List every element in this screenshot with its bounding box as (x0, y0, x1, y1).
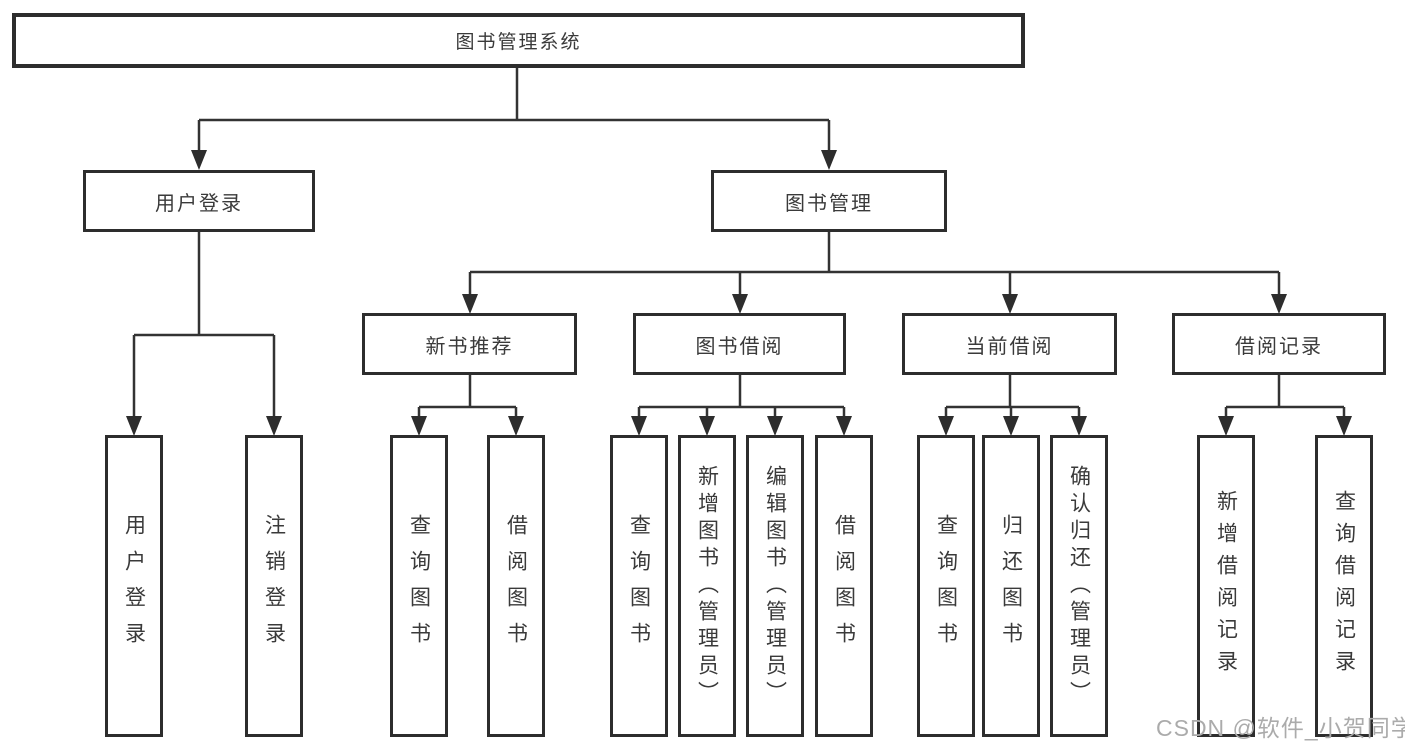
leaf-edit-books-admin-label: 编辑图书（管理员） (763, 464, 787, 708)
leaf-user-login: 用户登录 (105, 435, 163, 737)
arrow-down-icon (1003, 416, 1019, 436)
leaf-edit-books-admin: 编辑图书（管理员） (746, 435, 804, 737)
leaf-borrow-books-label: 借阅图书 (832, 514, 856, 658)
arrow-down-icon (191, 150, 207, 170)
node-user-login-label: 用户登录 (155, 192, 243, 215)
csdn-watermark: CSDN @软件_小贺同学 (1156, 715, 1405, 741)
arrow-down-icon (1071, 416, 1087, 436)
node-current-borrow: 当前借阅 (902, 313, 1117, 375)
leaf-borrow-query-books: 查询图书 (610, 435, 668, 737)
leaf-logout-label: 注销登录 (262, 514, 286, 658)
arrow-down-icon (767, 416, 783, 436)
leaf-user-login-label: 用户登录 (122, 514, 146, 658)
leaf-recommend-query-books: 查询图书 (390, 435, 448, 737)
arrow-down-icon (1218, 416, 1234, 436)
arrow-down-icon (631, 416, 647, 436)
leaf-return-books: 归还图书 (982, 435, 1040, 737)
arrow-down-icon (1002, 294, 1018, 314)
leaf-recommend-borrow-books-label: 借阅图书 (504, 514, 528, 658)
node-user-login: 用户登录 (83, 170, 315, 232)
node-root-label: 图书管理系统 (455, 32, 582, 53)
node-new-book-recommend-label: 新书推荐 (425, 335, 514, 358)
leaf-add-books-admin-label: 新增图书（管理员） (695, 464, 719, 708)
leaf-borrow-query-books-label: 查询图书 (627, 514, 651, 658)
arrow-down-icon (732, 294, 748, 314)
arrow-down-icon (1271, 294, 1287, 314)
arrow-down-icon (462, 294, 478, 314)
arrow-down-icon (508, 416, 524, 436)
node-root: 图书管理系统 (12, 13, 1025, 68)
arrow-down-icon (411, 416, 427, 436)
leaf-add-books-admin: 新增图书（管理员） (678, 435, 736, 737)
leaf-query-borrow-record: 查询借阅记录 (1315, 435, 1373, 737)
leaf-current-query-books: 查询图书 (917, 435, 975, 737)
node-borrow-records: 借阅记录 (1172, 313, 1386, 375)
leaf-confirm-return-admin: 确认归还（管理员） (1050, 435, 1108, 737)
arrow-down-icons (126, 150, 1352, 436)
leaf-current-query-books-label: 查询图书 (934, 514, 958, 658)
leaf-add-borrow-record-label: 新增借阅记录 (1214, 490, 1238, 682)
leaf-borrow-books: 借阅图书 (815, 435, 873, 737)
leaf-recommend-borrow-books: 借阅图书 (487, 435, 545, 737)
arrow-down-icon (1336, 416, 1352, 436)
arrow-down-icon (699, 416, 715, 436)
node-current-borrow-label: 当前借阅 (965, 335, 1054, 358)
leaf-logout: 注销登录 (245, 435, 303, 737)
leaf-return-books-label: 归还图书 (999, 514, 1023, 658)
node-book-management-label: 图书管理 (785, 192, 873, 215)
node-book-management: 图书管理 (711, 170, 947, 232)
arrow-down-icon (836, 416, 852, 436)
arrow-down-icon (266, 416, 282, 436)
node-book-borrow: 图书借阅 (633, 313, 846, 375)
node-new-book-recommend: 新书推荐 (362, 313, 577, 375)
leaf-query-borrow-record-label: 查询借阅记录 (1332, 490, 1356, 682)
tree-edges (132, 68, 1346, 419)
leaf-add-borrow-record: 新增借阅记录 (1197, 435, 1255, 737)
arrow-down-icon (938, 416, 954, 436)
arrow-down-icon (821, 150, 837, 170)
arrow-down-icon (126, 416, 142, 436)
leaf-confirm-return-admin-label: 确认归还（管理员） (1067, 464, 1091, 708)
node-borrow-records-label: 借阅记录 (1235, 335, 1323, 358)
node-book-borrow-label: 图书借阅 (695, 335, 784, 358)
leaf-recommend-query-books-label: 查询图书 (407, 514, 431, 658)
